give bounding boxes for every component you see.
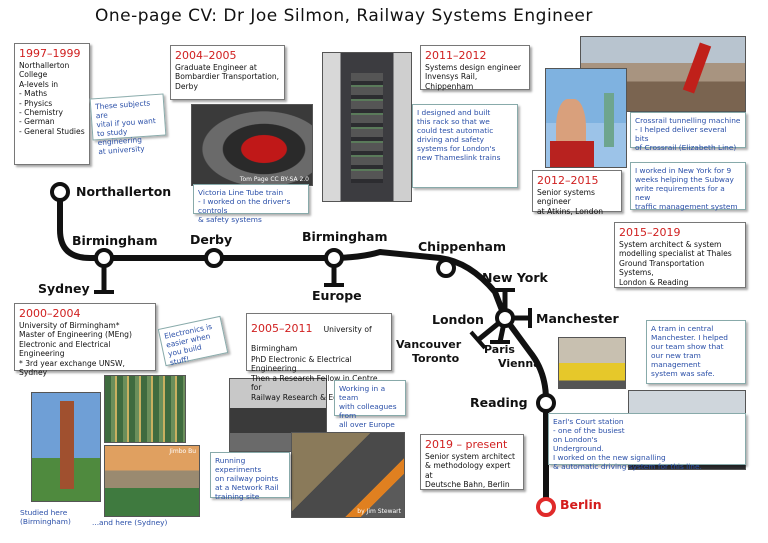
note-subjects: These subjects are vital if you want to …	[89, 93, 167, 156]
note-manchester-tram: A tram in central Manchester. I helped o…	[646, 320, 746, 384]
clock-tower-photo	[31, 392, 101, 502]
label-birmingham-1: Birmingham	[72, 233, 158, 248]
workshop-photo: by Jim Stewart	[291, 432, 405, 518]
card-2011-2012: 2011–2012 Systems design engineer Invens…	[420, 45, 530, 91]
new-york-selfie-photo	[545, 68, 627, 168]
station-birmingham-1	[94, 248, 114, 268]
label-manchester: Manchester	[536, 311, 619, 326]
note-experiments: Running experiments on railway points at…	[210, 452, 290, 501]
label-london: London	[432, 312, 484, 327]
label-berlin: Berlin	[560, 497, 602, 512]
label-chippenham: Chippenham	[418, 239, 506, 254]
note-earls-court: Earl's Court station - one of the busies…	[548, 413, 746, 471]
card-2004-2005: 2004–2005 Graduate Engineer at Bombardie…	[170, 45, 285, 100]
page-title: One-page CV: Dr Joe Silmon, Railway Syst…	[95, 6, 593, 26]
card-2000-2004: 2000–2004 University of Birmingham* Mast…	[14, 303, 156, 377]
main-line	[57, 189, 549, 508]
station-london	[495, 308, 515, 328]
station-berlin	[536, 497, 556, 517]
label-vancouver: Vancouver	[396, 338, 462, 351]
caption-and-here-sydney: ...and here (Sydney)	[92, 518, 168, 527]
card-2005-2011: 2005–2011 University of Birmingham PhD E…	[246, 313, 392, 402]
label-vienna: Vienna	[498, 357, 541, 370]
note-crossrail: Crossrail tunnelling machine - I helped …	[630, 112, 746, 152]
label-northallerton: Northallerton	[76, 184, 172, 199]
station-reading	[536, 393, 556, 413]
station-birmingham-2	[324, 248, 344, 268]
label-birmingham-2: Birmingham	[302, 229, 388, 244]
electronics-board-photo	[104, 375, 186, 443]
card-2019-present: 2019 – present Senior system architect &…	[420, 434, 524, 490]
card-2015-2019: 2015–2019 System architect & system mode…	[614, 222, 746, 288]
label-reading: Reading	[470, 395, 528, 410]
team-meeting-photo	[229, 378, 327, 452]
caption-studied-here: Studied here (Birmingham)	[20, 508, 71, 526]
tube-train-photo: Tom Page CC BY-SA 2.0	[191, 104, 313, 186]
label-toronto: Toronto	[412, 352, 460, 365]
statue-shape	[604, 93, 614, 147]
note-test-rack: I designed and built this rack so that w…	[412, 104, 518, 188]
station-northallerton	[50, 182, 70, 202]
tower-shape	[60, 401, 74, 489]
label-europe: Europe	[312, 288, 362, 303]
label-newyork: New York	[482, 270, 548, 285]
note-victoria-line: Victoria Line Tube train - I worked on t…	[193, 184, 309, 224]
note-new-york: I worked in New York for 9 weeks helping…	[630, 162, 746, 211]
card-2012-2015: 2012–2015 Senior systems engineer at Atk…	[532, 170, 622, 216]
card-1997-1999: 1997–1999 Northallerton College A-levels…	[14, 43, 90, 165]
sydney-photo: Jimbo Bu	[104, 445, 200, 517]
rack-equipment	[351, 73, 383, 183]
crane-shape	[682, 42, 712, 94]
label-sydney: Sydney	[38, 281, 90, 296]
station-derby	[204, 248, 224, 268]
vancouver-terminus-bar	[469, 330, 487, 350]
manchester-tram-photo	[558, 337, 626, 389]
jacket-shape	[550, 141, 594, 167]
note-europe-team: Working in a team with colleagues from a…	[334, 380, 406, 429]
label-paris: Paris	[484, 343, 515, 356]
station-chippenham	[436, 258, 456, 278]
label-derby: Derby	[190, 232, 233, 247]
test-rack-photo	[322, 52, 412, 202]
